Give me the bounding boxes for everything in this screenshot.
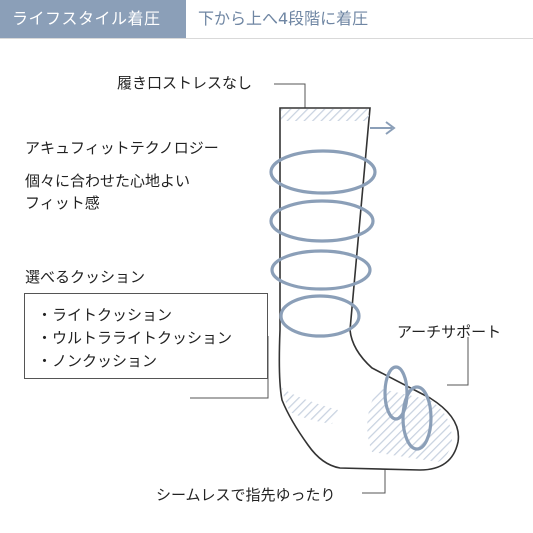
opening-leader-line	[274, 83, 306, 108]
label-arch-support: アーチサポート	[397, 323, 502, 341]
label-technology: アキュフィットテクノロジー	[25, 139, 219, 157]
label-opening: 履き口ストレスなし	[117, 74, 253, 92]
stretch-arrow-icon	[385, 121, 396, 135]
header-title: 下から上へ4段階に着圧	[198, 9, 369, 28]
cushion-options-box: ・ライトクッション ・ウルトラライトクッション ・ノンクッション	[24, 293, 268, 379]
heel-hatch	[282, 388, 338, 424]
label-fit-line2: フィット感	[25, 194, 100, 212]
header-tag: ライフスタイル着圧	[0, 0, 186, 38]
cushion-option: ・ウルトラライトクッション	[37, 329, 233, 347]
sock-outline	[278, 107, 460, 471]
compression-ring-3	[270, 249, 372, 291]
label-fit-line1: 個々に合わせた心地よい	[25, 172, 191, 190]
label-cushion-heading: 選べるクッション	[25, 268, 146, 286]
arch-ring-2	[401, 385, 433, 451]
compression-ring-2	[269, 199, 375, 243]
cushion-leader-line	[190, 336, 269, 399]
compression-ring-4	[279, 294, 361, 338]
label-toe: シームレスで指先ゆったり	[156, 486, 336, 504]
arch-leader-line	[447, 337, 469, 386]
compression-ring-1	[269, 149, 377, 195]
header-divider	[0, 38, 533, 39]
cushion-option: ・ノンクッション	[37, 352, 158, 370]
cuff-hatch	[281, 109, 369, 121]
toe-leader-line	[362, 465, 386, 494]
cushion-option: ・ライトクッション	[37, 306, 173, 324]
forefoot-hatch	[367, 388, 452, 462]
